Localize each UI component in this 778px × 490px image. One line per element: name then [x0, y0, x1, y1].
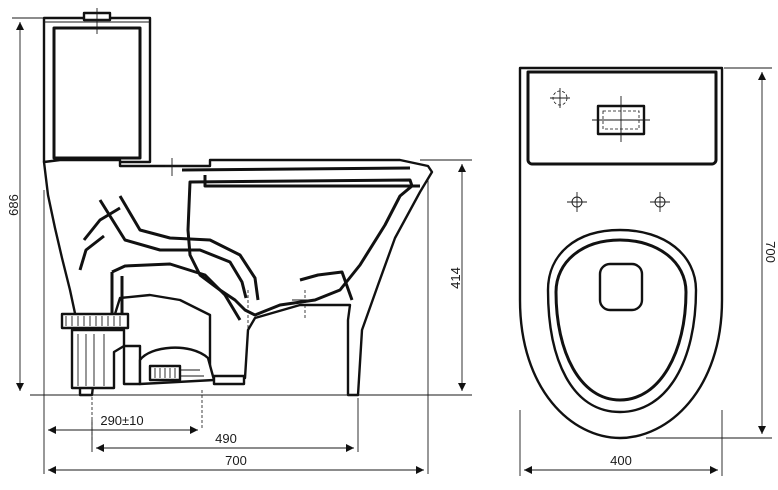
- side-view: 686 414 290±10 490 700: [6, 8, 472, 475]
- middle-length-label: 490: [215, 431, 237, 446]
- dim-686: 686: [6, 17, 44, 391]
- dim-414: 414: [372, 159, 472, 396]
- dim-400: 400: [519, 410, 723, 476]
- total-length-label: 700: [225, 453, 247, 468]
- crosshair-icon: [550, 88, 570, 108]
- top-width-label: 400: [610, 453, 632, 468]
- bowl-body: [42, 158, 434, 397]
- side-height-label: 686: [6, 194, 21, 216]
- outlet-distance-label: 290±10: [100, 413, 143, 428]
- dim-horizontal: 290±10 490 700: [43, 180, 429, 475]
- cistern-tank: [42, 8, 152, 164]
- top-view: 700 400: [518, 66, 778, 476]
- bowl-height-label: 414: [448, 267, 463, 289]
- top-depth-label: 700: [763, 241, 778, 263]
- outlet-flange: [60, 312, 246, 440]
- crosshair-icon: [567, 192, 587, 212]
- dim-700-vertical: 700: [646, 67, 778, 439]
- crosshair-icon: [650, 192, 670, 212]
